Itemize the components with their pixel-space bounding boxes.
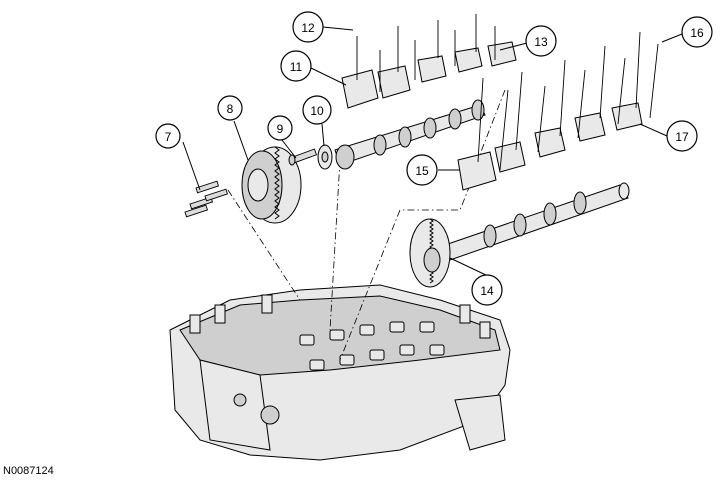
alignment-lines [227,89,506,361]
camshaft-icon [334,99,486,170]
cylinder-head-icon [169,284,511,461]
cap-bolt-icon [356,14,659,171]
callout-11-label: 11 [290,60,303,74]
callout-10: 10 [302,95,332,125]
callout-9-label: 9 [277,122,284,136]
callout-16: 16 [681,16,713,48]
leader-lines [182,26,683,277]
callout-7: 7 [155,123,181,149]
callout-12-label: 12 [301,21,315,35]
callout-10-label: 10 [310,104,324,118]
callout-7-label: 7 [165,130,172,144]
camshaft-phaser-sprocket-icon [241,146,302,224]
camshaft-bolt-icon [288,148,318,166]
callout-12: 12 [292,11,324,43]
camshaft-phaser-bolt-icon [184,180,229,218]
callout-15-label: 15 [415,164,429,178]
callout-13-label: 13 [534,35,548,49]
callout-9: 9 [267,115,293,141]
callout-15: 15 [406,154,438,186]
callout-16-label: 16 [690,26,704,40]
callout-11: 11 [280,50,312,82]
camshaft-bearing-cap-icon [341,41,643,191]
exhaust-camshaft-icon [444,182,630,261]
exhaust-camshaft-gear-icon [409,218,451,288]
callout-8-label: 8 [227,102,234,116]
callout-13: 13 [525,25,557,57]
figure-id: N0087124 [3,465,54,477]
callout-8: 8 [217,95,243,121]
callout-14-label: 14 [480,284,494,298]
callout-14: 14 [471,274,503,306]
camshaft-washer-icon [317,144,333,170]
callout-17: 17 [666,120,698,152]
callout-17-label: 17 [675,130,689,144]
